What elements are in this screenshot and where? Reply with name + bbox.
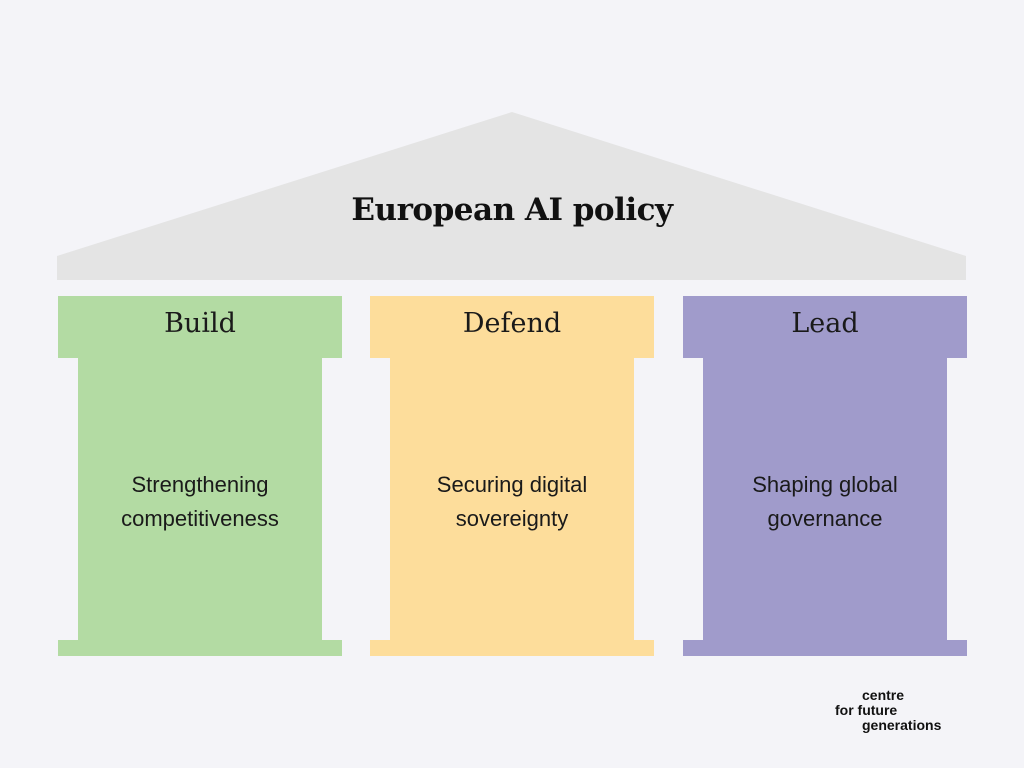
- pillar-base: [370, 640, 654, 656]
- pillar-capital: [370, 296, 654, 358]
- roof-entablature: [57, 256, 966, 280]
- pillar-shaft: [78, 358, 322, 640]
- pillar-name: Defend: [462, 308, 562, 339]
- pillar-shaft: [703, 358, 947, 640]
- pillar-base: [58, 640, 342, 656]
- pillar-capital: [58, 296, 342, 358]
- pillar-defend: Defend Securing digital sovereignty: [370, 296, 654, 656]
- diagram-title: European AI policy: [351, 192, 673, 228]
- logo-line: for future: [835, 702, 898, 718]
- organization-logo: centre for future generations: [835, 688, 941, 733]
- logo-line: generations: [862, 717, 942, 733]
- pillar-shaft: [390, 358, 634, 640]
- pillar-description: Strengthening competitiveness: [121, 472, 279, 531]
- pillar-name: Lead: [791, 308, 859, 339]
- roof-pediment: [57, 112, 966, 256]
- pillar-capital: [683, 296, 967, 358]
- pillar-description: Shaping global governance: [752, 472, 898, 531]
- pillar-build: Build Strengthening competitiveness: [58, 296, 342, 656]
- pillar-lead: Lead Shaping global governance: [683, 296, 967, 656]
- pillar-name: Build: [164, 308, 236, 339]
- pillar-description: Securing digital sovereignty: [436, 472, 588, 531]
- pillar-base: [683, 640, 967, 656]
- logo-line: centre: [862, 687, 905, 703]
